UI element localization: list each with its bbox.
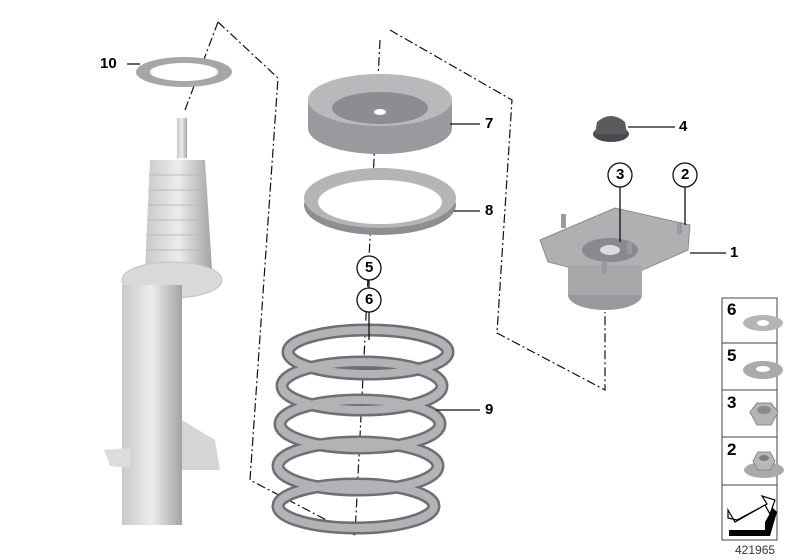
arrow-icon bbox=[727, 494, 777, 536]
callout-4: 4 bbox=[679, 118, 688, 135]
legend-label-3: 3 bbox=[727, 393, 737, 412]
legend-nut-2 bbox=[744, 451, 784, 478]
callout-7: 7 bbox=[485, 115, 494, 132]
callout-5: 5 bbox=[365, 259, 374, 276]
diagram-number: 421965 bbox=[735, 543, 776, 557]
callout-10: 10 bbox=[100, 55, 117, 72]
legend-label-2: 2 bbox=[727, 440, 737, 459]
part-4-cap bbox=[593, 116, 629, 142]
callout-6: 6 bbox=[365, 291, 374, 308]
part-8-spring-ring bbox=[304, 168, 456, 235]
legend-washer-5 bbox=[743, 361, 783, 379]
legend-label-6: 6 bbox=[727, 300, 737, 319]
callout-8: 8 bbox=[485, 202, 494, 219]
legend-nut-3 bbox=[749, 402, 779, 426]
part-9-coil-spring bbox=[271, 323, 455, 535]
part-7-spring-pad bbox=[308, 74, 452, 154]
part-1-strut-mount bbox=[539, 207, 691, 310]
callout-2: 2 bbox=[681, 166, 690, 183]
circled-callouts bbox=[356, 162, 698, 313]
legend-label-5: 5 bbox=[727, 346, 737, 365]
callout-1: 1 bbox=[730, 244, 739, 261]
legend-washer-6 bbox=[743, 315, 783, 331]
shock-absorber bbox=[104, 118, 223, 525]
callout-9: 9 bbox=[485, 401, 494, 418]
callout-3: 3 bbox=[616, 166, 625, 183]
part-10-washer bbox=[136, 57, 232, 87]
leader-lines bbox=[127, 63, 726, 411]
